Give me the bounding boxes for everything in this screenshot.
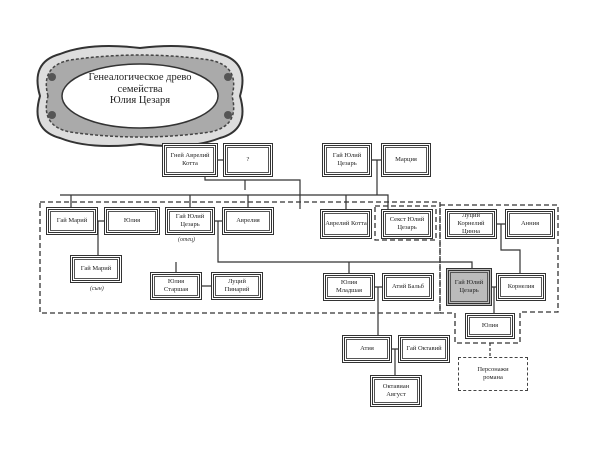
person-julia-minor: Юлия Младшая [323,273,375,301]
legend-novel-characters: Персонажи романа [458,357,528,391]
person-gnaeus-aurelius-cotta: Гней Аврелий Котта [162,143,218,177]
ornamental-cartouche [36,45,244,147]
title-line: семейства [117,83,163,95]
person-lucius-pinarius: Луций Пинарий [211,272,263,300]
note-father: (отец) [178,237,195,243]
person-gaius-octavius: Гай Октавий [398,335,450,363]
person-julius-caesar-main: Гай Юлий Цезарь [446,268,492,306]
person-aurelius-cotta: Аврелий Котта [320,209,372,239]
person-unknown: ? [223,143,273,177]
person-sextus-julius-caesar: Секст Юлий Цезарь [381,209,433,239]
person-cinna: Луций Корнелий Цинна [445,209,497,239]
person-annia: Анния [505,209,555,239]
person-marcia: Марция [381,143,431,177]
title-line: Генеалогическое древо [88,72,192,83]
person-atius-balbus: Атий Бальб [382,273,434,301]
person-gaius-father: Гай Юлий Цезарь [165,207,215,235]
person-julia-daughter: Юлия [465,313,515,339]
person-octavian-augustus: Октавиан Август [370,375,422,407]
diagram-title: Генеалогическое древо семейства Юлия Цез… [60,72,220,107]
person-atia: Атия [342,335,392,363]
person-gaius-marius: Гай Марий [46,207,98,235]
person-aurelia: Аврелия [222,207,274,235]
person-julia-aunt: Юлия [104,207,160,235]
note-son: (сын) [90,286,104,292]
person-gaius-grandfather: Гай Юлий Цезарь [322,143,372,177]
title-line: Юлия Цезаря [109,95,171,106]
person-julia-major: Юлия Старшая [150,272,202,300]
person-marius-son: Гай Марий [70,255,122,283]
person-cornelia: Корнелия [496,273,546,301]
